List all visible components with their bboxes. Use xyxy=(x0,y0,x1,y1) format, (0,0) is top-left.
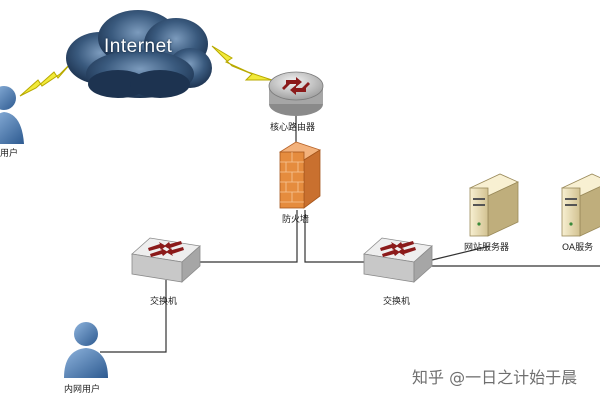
firewall-label: 防火墙 xyxy=(282,215,310,225)
internet-cloud xyxy=(66,10,212,98)
internal-user-icon xyxy=(64,322,108,378)
switch-left-icon xyxy=(131,237,201,283)
external-user-icon xyxy=(0,86,24,144)
switch-left-label: 交换机 xyxy=(150,297,178,307)
link-firewall-switch-right xyxy=(304,210,364,263)
lightning-bolt-user-internet xyxy=(19,61,73,97)
link-switch-left-internal-user xyxy=(100,280,167,353)
oa-server-label: OA服务 xyxy=(562,243,594,253)
oa-server-icon xyxy=(561,173,600,237)
switch-right-label: 交换机 xyxy=(383,297,411,307)
link-switch-right-webserver xyxy=(431,245,491,261)
switch-right-icon xyxy=(363,237,433,283)
web-server-icon xyxy=(469,173,519,237)
external-user-label: 用户 xyxy=(0,149,19,159)
watermark: 知乎 @一日之计始于晨 xyxy=(412,368,578,387)
internet-label: Internet xyxy=(104,36,173,57)
connection-lines xyxy=(100,115,600,353)
core-router-icon xyxy=(268,71,324,116)
firewall-icon xyxy=(279,141,321,209)
link-firewall-switch-left xyxy=(196,210,298,263)
core-router-label: 核心路由器 xyxy=(270,123,316,133)
internal-user-label: 内网用户 xyxy=(64,385,101,395)
web-server-label: 网站服务器 xyxy=(464,243,510,253)
lightning-bolt-internet-router xyxy=(211,45,273,81)
